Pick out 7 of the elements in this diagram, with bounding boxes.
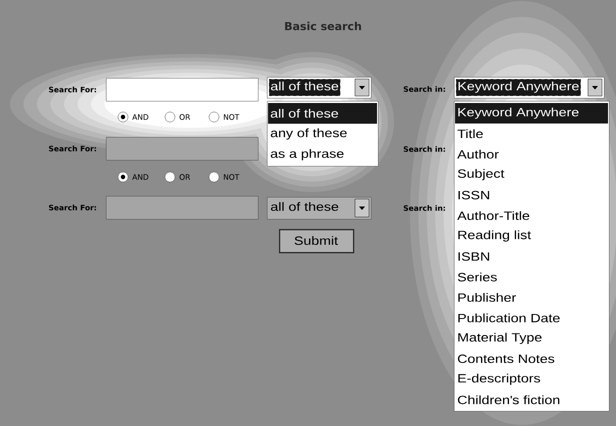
- dropdown-list: all of these any of these as a phrase: [267, 101, 378, 166]
- dropdown-menu: all of these: [267, 197, 372, 220]
- submit-button: Submit: [279, 229, 354, 254]
- title: Basic search: [285, 22, 361, 30]
- dropdown-list: Keyword Anywhere Title Author Subject ISSN Author-Title Reading list ISBN Series Publisher Publication Date Material Type Contents Notes E-descriptors Children's fiction: [454, 101, 610, 412]
- dropdown-menu: Keyword Anywhere: [454, 77, 604, 98]
- dropdown-menu: all of these: [267, 77, 372, 98]
